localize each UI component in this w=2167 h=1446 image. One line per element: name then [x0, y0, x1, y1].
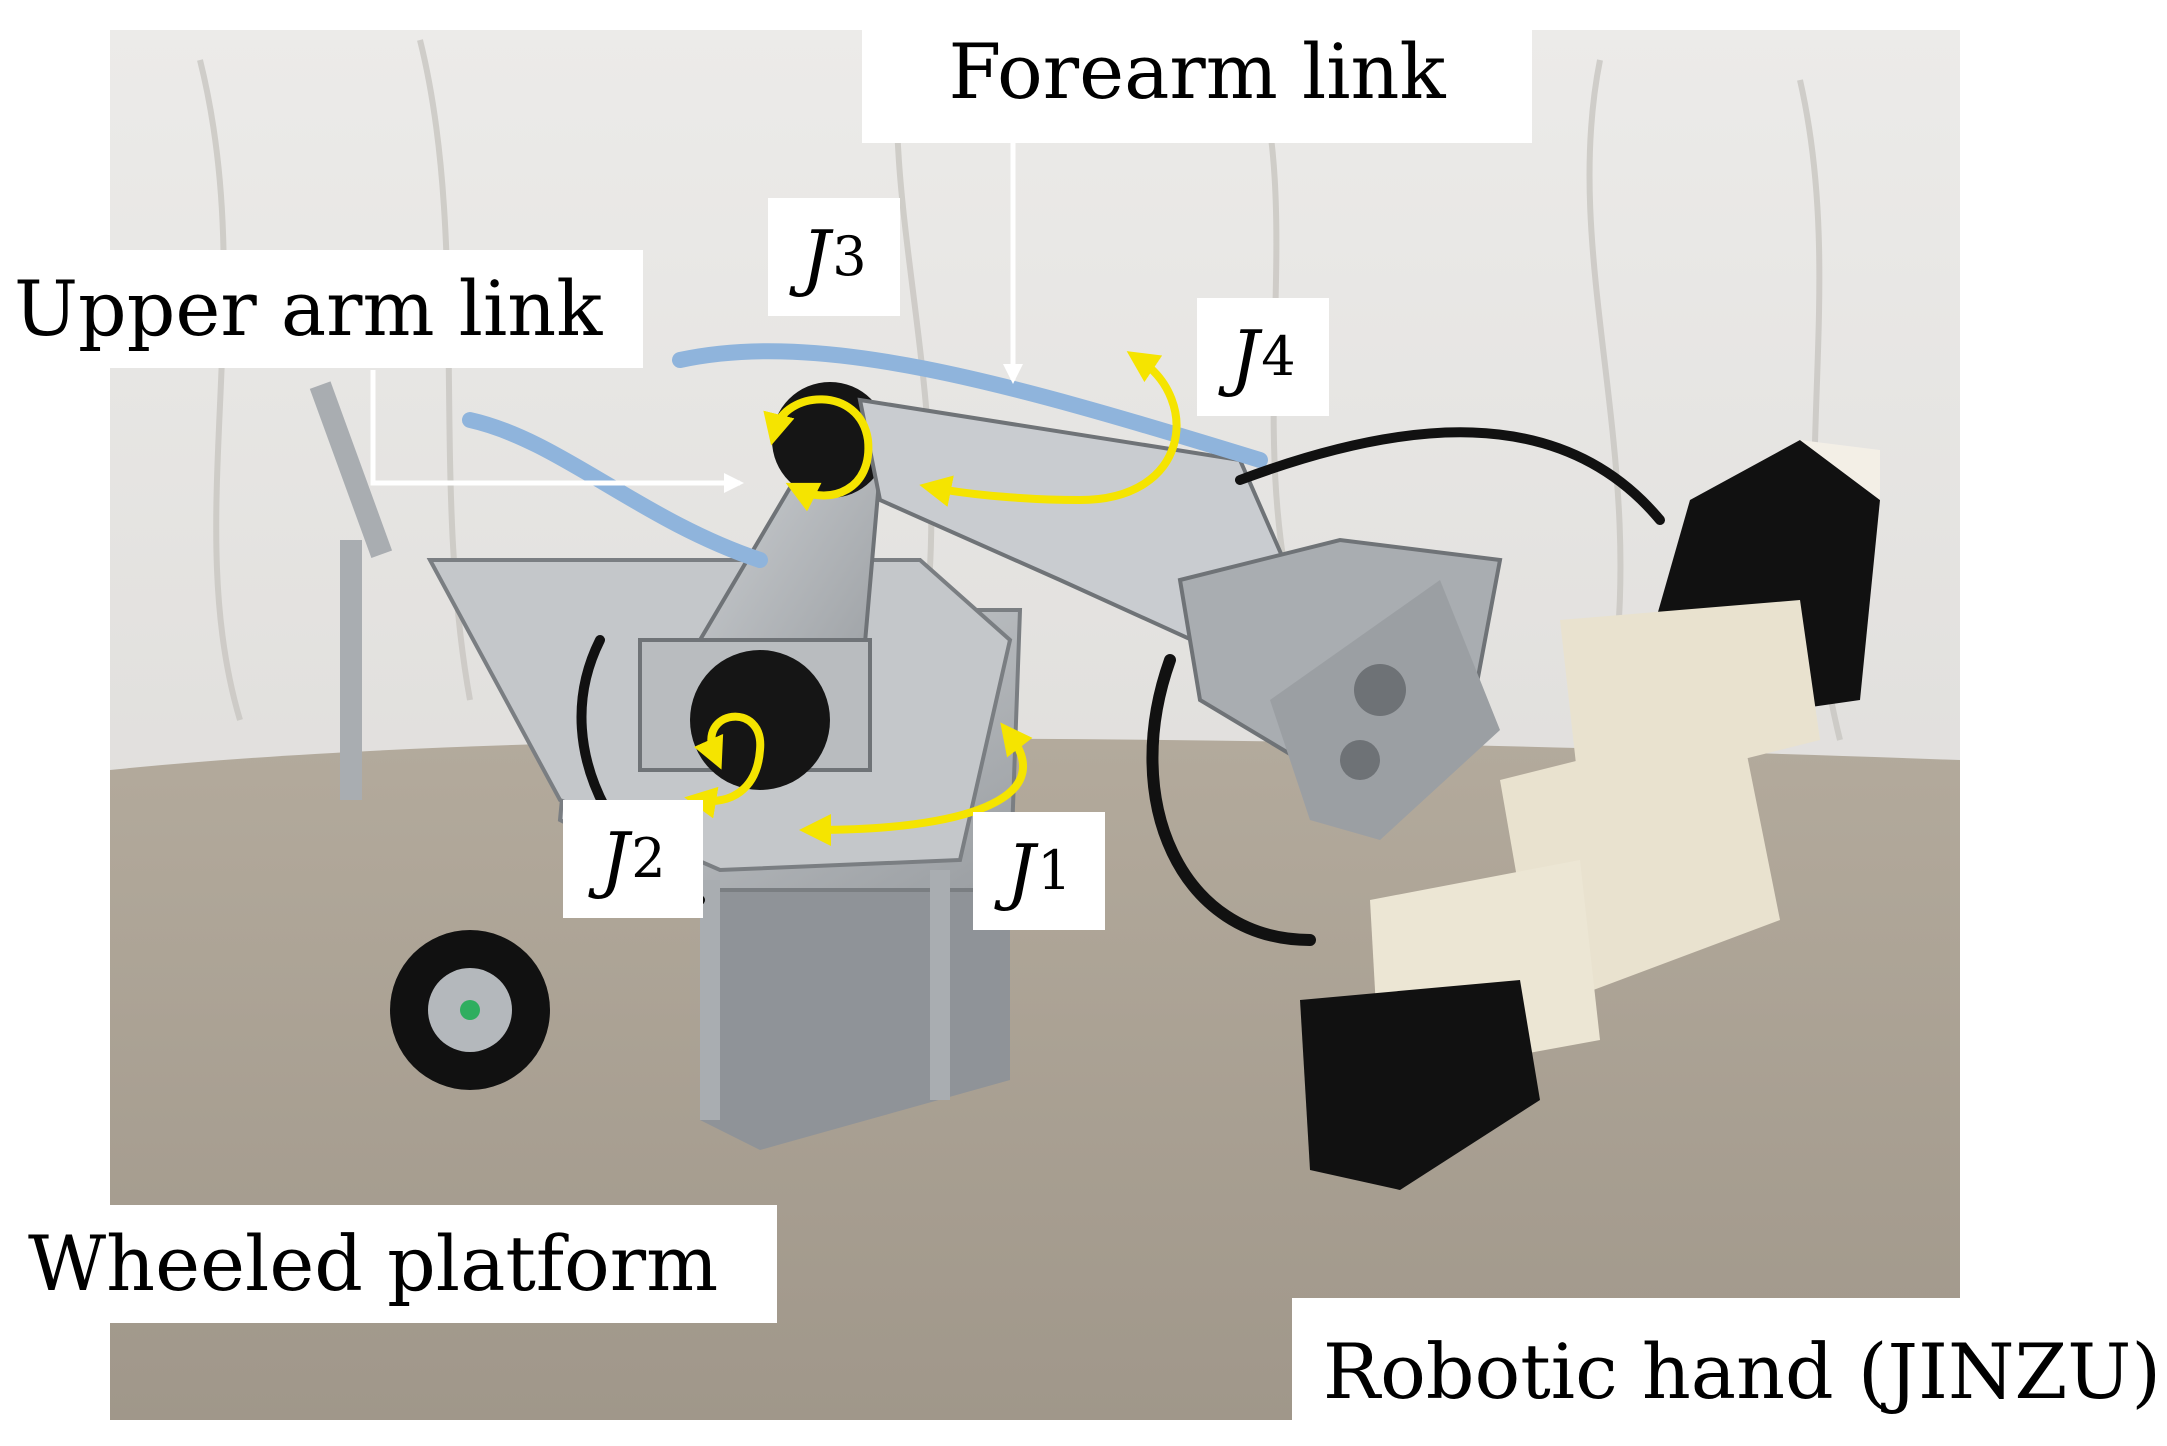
leader-lines	[370, 140, 1023, 493]
j1-rotation-arrow	[799, 722, 1033, 846]
wheeled-platform-label: Wheeled platform	[0, 1205, 777, 1323]
j4-letter: J	[1230, 315, 1260, 399]
joint-arrows	[684, 351, 1181, 846]
upper-arm-link-label: Upper arm link	[0, 250, 643, 368]
forearm-link-label: Forearm link	[862, 0, 1532, 143]
robotic-hand-text: Robotic hand (JINZU)	[1322, 1327, 2161, 1416]
j1-index: 1	[1037, 839, 1072, 902]
j1-letter: J	[1006, 829, 1036, 913]
robotic-hand	[1300, 440, 1880, 1190]
j3-index: 3	[832, 225, 867, 288]
j4-rotation-arrow	[919, 351, 1181, 507]
robotic-hand-label: Robotic hand (JINZU)	[1292, 1298, 2167, 1446]
j2-rotation-arrow	[684, 712, 765, 819]
forearm-link-text: Forearm link	[948, 26, 1446, 116]
j4-index: 4	[1261, 325, 1296, 388]
upper-arm-link-text: Upper arm link	[14, 264, 603, 353]
j2-index: 2	[631, 827, 666, 890]
j2-letter: J	[600, 817, 630, 901]
wheeled-platform-text: Wheeled platform	[28, 1219, 719, 1308]
j3-letter: J	[801, 215, 831, 299]
j3-rotation-arrow	[763, 395, 873, 512]
upper-arm-leader-line	[370, 370, 744, 493]
